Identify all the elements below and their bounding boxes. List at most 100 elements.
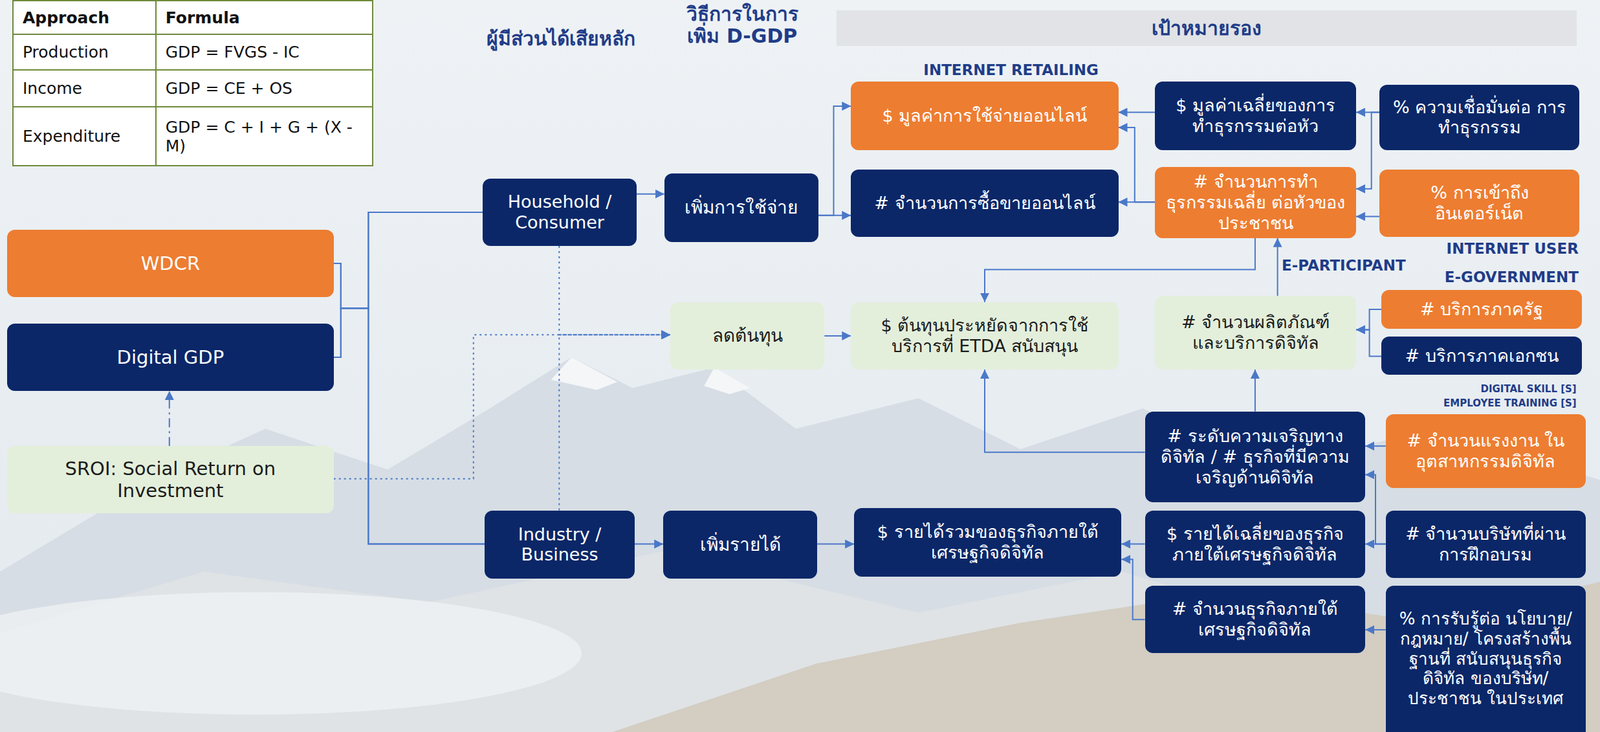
node-content: % การรับรู้ต่อ นโยบาย/กฎหมาย/ โครงสร้างพ… xyxy=(1393,608,1579,708)
section-label: ผู้มีส่วนได้เสียหลัก xyxy=(464,27,659,51)
connector xyxy=(1365,628,1386,631)
header-band: เป้าหมายรอง xyxy=(836,10,1577,46)
node-content: เป้าหมายรอง xyxy=(844,16,1569,40)
node-label: % การรับรู้ต่อ นโยบาย/กฎหมาย/ โครงสร้างพ… xyxy=(1393,608,1579,708)
node-label: # จำนวนผลิตภัณฑ์ และบริการดิจิทัล xyxy=(1162,311,1349,354)
section-label: EMPLOYEE TRAINING [S] xyxy=(1367,397,1577,409)
section-label: INTERNET RETAILING xyxy=(923,61,1128,79)
node-label: # จำนวนแรงงาน ในอุตสาหกรรมดิจิทัล xyxy=(1393,430,1579,472)
node-content: % ความเชื่อมั่นต่อ การทำธุรกรรม xyxy=(1387,97,1572,139)
orange-box: % การเข้าถึง อินเตอร์เน็ต xyxy=(1379,169,1580,237)
navy-box: % การรับรู้ต่อ นโยบาย/กฎหมาย/ โครงสร้างพ… xyxy=(1385,585,1586,732)
connector xyxy=(333,212,483,358)
section-label: E-GOVERNMENT xyxy=(1326,268,1579,286)
node-content: Household / Consumer xyxy=(490,191,629,233)
table-grid: Approach FormulaProductionGDP = FVGS - IC… xyxy=(12,0,374,167)
node-label: เพิ่มรายได้ xyxy=(670,533,810,556)
node-label: % การเข้าถึง อินเตอร์เน็ต xyxy=(1387,182,1572,224)
node-content: # ระดับความเจริญทาง ดิจิทัล / # ธุรกิจที… xyxy=(1152,425,1359,488)
navy-box: เพิ่มการใช้จ่าย xyxy=(664,173,819,242)
node-content: # จำนวนบริษัทที่ผ่าน การฝึกอบรม xyxy=(1393,523,1579,565)
table-cell: Approach xyxy=(12,0,156,35)
connector xyxy=(636,193,665,195)
node-content: # บริการภาคเอกชน xyxy=(1389,345,1574,367)
node-label: $ รายได้รวมของธุรกิจภายใต้ เศรษฐกิจดิจิท… xyxy=(861,521,1114,563)
table-cell: GDP = FVGS - IC xyxy=(155,34,373,70)
connector xyxy=(1356,215,1380,217)
node-label: % ความเชื่อมั่นต่อ การทำธุรกรรม xyxy=(1387,97,1572,139)
node-label: # จำนวนการทำ ธุรกรรมเฉลี่ย ต่อหัวของประช… xyxy=(1162,171,1349,234)
table-text: Formula xyxy=(165,8,241,28)
node-content: $ มูลค่าเฉลี่ยของการ ทำธุรกรรมต่อหัว xyxy=(1162,95,1349,137)
connector xyxy=(1365,445,1386,447)
connector xyxy=(817,543,855,545)
node-label: SROI: Social Return on Investment xyxy=(14,457,327,502)
navy-box: $ รายได้รวมของธุรกิจภายใต้ เศรษฐกิจดิจิท… xyxy=(854,507,1122,577)
navy-box: Digital GDP xyxy=(7,323,334,391)
node-label: ลดต้นทุน xyxy=(678,324,817,347)
node-label: เพิ่มการใช้จ่าย xyxy=(672,196,811,219)
orange-box: $ มูลค่าการใช้จ่ายออนไลน์ xyxy=(850,81,1118,151)
node-label: # จำนวนบริษัทที่ผ่าน การฝึกอบรม xyxy=(1393,523,1579,565)
node-label: # บริการภาครัฐ xyxy=(1389,298,1574,320)
navy-box: # บริการภาคเอกชน xyxy=(1381,336,1582,374)
node-label: เป้าหมายรอง xyxy=(844,16,1569,40)
orange-box: WDCR xyxy=(7,229,334,297)
connector xyxy=(558,334,671,510)
navy-box: # จำนวนธุรกิจภายใต้ เศรษฐกิจดิจิทัล xyxy=(1145,585,1366,653)
node-label: # บริการภาคเอกชน xyxy=(1389,345,1574,367)
table-cell: GDP = C + I + G + (X - M) xyxy=(155,106,373,166)
table-text: Expenditure xyxy=(22,126,121,146)
orange-box: # จำนวนการทำ ธุรกรรมเฉลี่ย ต่อหัวของประช… xyxy=(1154,166,1357,239)
table-text: GDP = C + I + G + (X - M) xyxy=(165,117,353,156)
connector xyxy=(1356,309,1382,330)
node-content: Industry / Business xyxy=(492,524,627,566)
node-content: $ รายได้เฉลี่ยของธุรกิจ ภายใต้เศรษฐกิจดิ… xyxy=(1152,523,1359,565)
navy-box: $ รายได้เฉลี่ยของธุรกิจ ภายใต้เศรษฐกิจดิ… xyxy=(1145,510,1366,578)
section-label: DIGITAL SKILL [S] xyxy=(1367,383,1577,395)
connector xyxy=(634,543,664,545)
navy-box: # จำนวนการซื้อขายออนไลน์ xyxy=(850,169,1118,237)
node-label: # จำนวนธุรกิจภายใต้ เศรษฐกิจดิจิทัล xyxy=(1152,598,1359,640)
node-content: % การเข้าถึง อินเตอร์เน็ต xyxy=(1387,182,1572,224)
node-label: $ มูลค่าการใช้จ่ายออนไลน์ xyxy=(858,105,1111,127)
table-text: Income xyxy=(22,78,83,98)
node-label: # จำนวนการซื้อขายออนไลน์ xyxy=(858,192,1111,214)
node-label: Digital GDP xyxy=(14,346,327,369)
node-label: $ รายได้เฉลี่ยของธุรกิจ ภายใต้เศรษฐกิจดิ… xyxy=(1152,523,1359,565)
green-box: ลดต้นทุน xyxy=(670,302,825,370)
navy-box: # จำนวนบริษัทที่ผ่าน การฝึกอบรม xyxy=(1385,510,1586,578)
node-content: $ มูลค่าการใช้จ่ายออนไลน์ xyxy=(858,105,1111,127)
section-label: วิธีการในการ เพิ่ม D-GDP xyxy=(668,3,817,48)
node-content: # จำนวนการซื้อขายออนไลน์ xyxy=(858,192,1111,214)
section-label: INTERNET USER xyxy=(1326,240,1579,257)
connector xyxy=(333,307,485,544)
connector xyxy=(1254,369,1256,412)
connector xyxy=(1277,238,1279,297)
table-cell: Income xyxy=(12,69,156,107)
node-content: เพิ่มรายได้ xyxy=(670,533,810,556)
connector xyxy=(818,106,851,216)
connector xyxy=(1365,474,1386,544)
green-box: $ ต้นทุนประหยัดจากการใช้ บริการที่ ETDA … xyxy=(850,302,1118,370)
table-text: Approach xyxy=(22,8,110,28)
connector xyxy=(1118,111,1156,114)
green-box: SROI: Social Return on Investment xyxy=(7,445,334,514)
formula-table: Approach FormulaProductionGDP = FVGS - IC… xyxy=(12,0,374,166)
table-cell: Formula xyxy=(155,0,373,35)
node-content: $ รายได้รวมของธุรกิจภายใต้ เศรษฐกิจดิจิท… xyxy=(861,521,1114,563)
table-cell: Production xyxy=(12,34,156,70)
node-label: $ ต้นทุนประหยัดจากการใช้ บริการที่ ETDA … xyxy=(858,315,1111,357)
connector xyxy=(818,214,851,217)
node-content: # จำนวนธุรกิจภายใต้ เศรษฐกิจดิจิทัล xyxy=(1152,598,1359,640)
node-content: # จำนวนการทำ ธุรกรรมเฉลี่ย ต่อหัวของประช… xyxy=(1162,171,1349,234)
navy-box: Industry / Business xyxy=(484,510,635,580)
orange-box: # จำนวนแรงงาน ในอุตสาหกรรมดิจิทัล xyxy=(1385,414,1586,488)
table-text: GDP = CE + OS xyxy=(165,78,293,98)
node-label: WDCR xyxy=(14,252,327,275)
connector xyxy=(824,335,851,337)
node-content: Digital GDP xyxy=(14,346,327,369)
node-label: Household / Consumer xyxy=(490,191,629,233)
connector xyxy=(1121,558,1145,620)
